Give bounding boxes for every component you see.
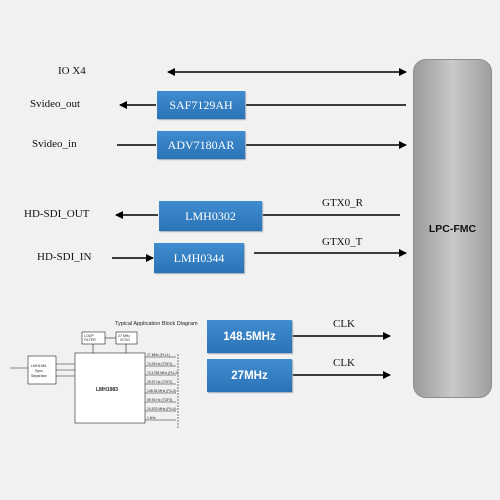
lmh1983-output-label: 74.1758 MHz (PLL2) xyxy=(147,371,178,375)
lpc-fmc-label: LPC-FMC xyxy=(428,222,477,235)
saf7129ah-block: SAF7129AH xyxy=(157,91,245,119)
lmh1983-output-label: 24.576 MHz (PLL4) xyxy=(147,407,176,411)
loop-filter-label: LOOP xyxy=(84,334,94,338)
lmh1983-output-label: 74.25 Hz (TOF1) xyxy=(147,362,172,366)
lmh1983-output-label: 59.94 Hz (TOF3) xyxy=(147,398,172,402)
sync-sep-label: LMH1981 xyxy=(31,364,47,368)
label-gtx0-r: GTX0_R xyxy=(322,197,363,209)
label-gtx0-t: GTX0_T xyxy=(322,236,363,248)
lmh1983-output-label: 27 MHz (PLL1) xyxy=(147,353,170,357)
label-clk-2: CLK xyxy=(333,357,355,369)
sync-separator-box xyxy=(27,355,57,385)
clk-148-5mhz-block: 148.5MHz xyxy=(207,320,292,353)
svg-text:VCXO: VCXO xyxy=(120,338,130,342)
label-svideo-in: Svideo_in xyxy=(32,138,77,150)
lmh0302-block: LMH0302 xyxy=(159,201,262,231)
adv7180ar-block: ADV7180AR xyxy=(157,131,245,159)
label-clk-1: CLK xyxy=(333,318,355,330)
lmh1983-output-label: 1 kHz xyxy=(147,416,156,420)
application-block-diagram xyxy=(10,331,179,428)
label-svideo-out: Svideo_out xyxy=(30,98,81,110)
lmh1983-output-label: 29.97 Hz (TOF2) xyxy=(147,380,172,384)
lmh1983-output-label: 148.35 MHz (PLL3) xyxy=(147,389,176,393)
lmh0344-block: LMH0344 xyxy=(154,243,244,273)
app-diagram-title: Typical Application Block Diagram xyxy=(115,321,198,327)
label-hdsdi-in: HD-SDI_IN xyxy=(37,251,92,263)
lmh1983-label: LMH1983 xyxy=(96,387,118,393)
svg-text:FILTER: FILTER xyxy=(84,338,96,342)
svg-text:Sync: Sync xyxy=(35,369,43,373)
lmh1983-box xyxy=(74,352,146,424)
label-hdsdi-out: HD-SDI_OUT xyxy=(24,208,90,220)
label-io-x4: IO X4 xyxy=(58,65,86,77)
vcxo-label: 27 MHz xyxy=(118,334,130,338)
clk-27mhz-block: 27MHz xyxy=(207,359,292,392)
svg-text:Separator: Separator xyxy=(31,374,48,378)
lpc-fmc-connector: LPC-FMC xyxy=(413,59,492,398)
